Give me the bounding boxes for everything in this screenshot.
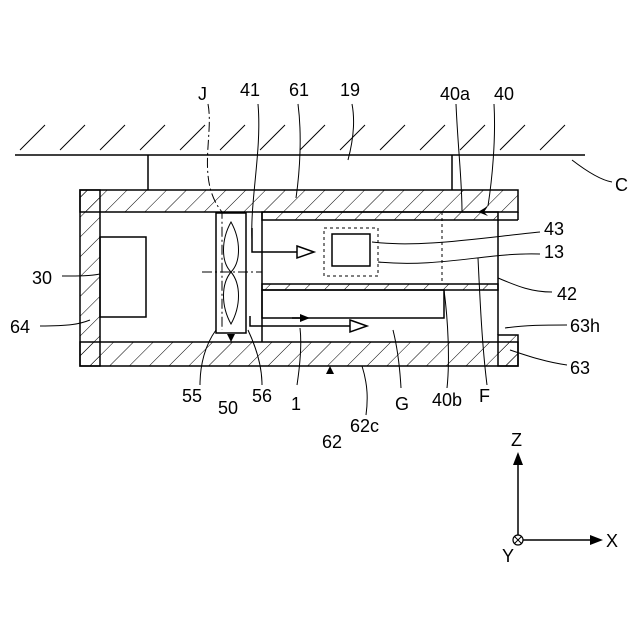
label-c: C bbox=[615, 175, 628, 195]
label-19: 19 bbox=[340, 80, 360, 100]
axis-label-x: X bbox=[606, 531, 618, 551]
plate-40a bbox=[262, 212, 498, 220]
leader-lines bbox=[40, 104, 612, 415]
label-56: 56 bbox=[252, 386, 272, 406]
label-40a: 40a bbox=[440, 84, 471, 104]
label-40: 40 bbox=[494, 84, 514, 104]
component-13 bbox=[332, 234, 370, 266]
label-63: 63 bbox=[570, 358, 590, 378]
label-g: G bbox=[395, 394, 409, 414]
label-40b: 40b bbox=[432, 390, 462, 410]
fan-50 bbox=[216, 213, 246, 333]
label-j: J bbox=[198, 84, 207, 104]
label-13: 13 bbox=[544, 242, 564, 262]
label-30: 30 bbox=[32, 268, 52, 288]
bottom-wall-62 bbox=[80, 342, 518, 366]
label-50: 50 bbox=[218, 398, 238, 418]
label-f: F bbox=[479, 386, 490, 406]
plate-40b bbox=[262, 284, 498, 290]
right-wall-63 bbox=[498, 335, 518, 366]
top-wall-61 bbox=[80, 190, 518, 212]
label-55: 55 bbox=[182, 386, 202, 406]
label-42: 42 bbox=[557, 284, 577, 304]
inner-body bbox=[262, 290, 444, 318]
label-62c: 62c bbox=[350, 416, 379, 436]
component-30 bbox=[100, 237, 146, 317]
coordinate-axes: Z X Y bbox=[502, 430, 618, 566]
label-43: 43 bbox=[544, 219, 564, 239]
label-41: 41 bbox=[240, 80, 260, 100]
left-wall-64 bbox=[80, 190, 100, 366]
label-62: 62 bbox=[322, 432, 342, 452]
reference-labels: J 41 61 19 40a 40 C 43 13 30 42 64 63h 6… bbox=[10, 80, 628, 452]
label-63h: 63h bbox=[570, 316, 600, 336]
board-assembly-40 bbox=[262, 212, 498, 342]
label-1: 1 bbox=[291, 394, 301, 414]
axis-label-y: Y bbox=[502, 546, 514, 566]
label-64: 64 bbox=[10, 317, 30, 337]
axis-j bbox=[207, 104, 222, 330]
axis-label-z: Z bbox=[511, 430, 522, 450]
label-61: 61 bbox=[289, 80, 309, 100]
